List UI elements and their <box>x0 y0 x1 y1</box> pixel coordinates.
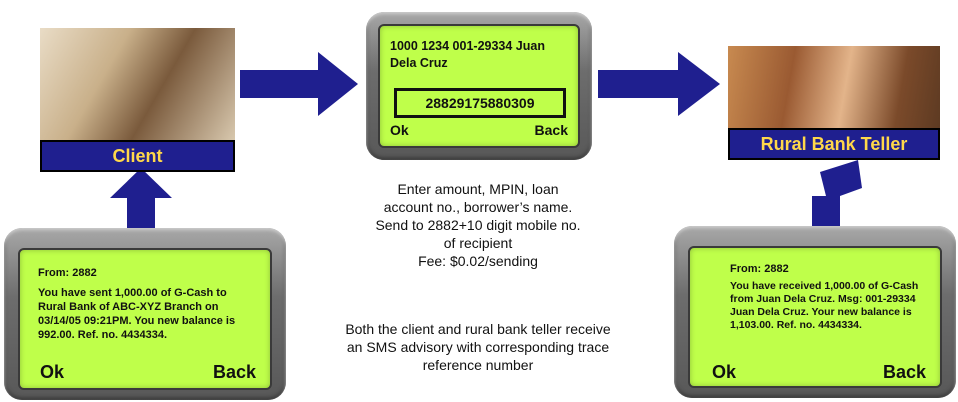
advisory-line-3: reference number <box>422 357 534 373</box>
left-phone-message: You have sent 1,000.00 of G-Cash to Rura… <box>38 287 236 341</box>
center-phone-screen: 1000 1234 001-29334 Juan Dela Cruz 28829… <box>378 24 580 148</box>
teller-photo <box>728 46 940 128</box>
client-photo <box>40 28 235 140</box>
center-phone: 1000 1234 001-29334 Juan Dela Cruz 28829… <box>366 12 592 160</box>
left-phone-ok: Ok <box>40 362 65 382</box>
right-phone-screen: From: 2882 You have received 1,000.00 of… <box>688 246 942 388</box>
center-phone-code: 28829175880309 <box>394 88 566 118</box>
center-phone-message: 1000 1234 001-29334 Juan Dela Cruz <box>390 39 545 70</box>
arrow-client-to-phone <box>240 52 358 116</box>
arrow-phone-to-teller <box>598 52 720 116</box>
instructions-line-1: Enter amount, MPIN, loan <box>397 181 559 197</box>
arrow-right-phone-to-teller <box>812 160 862 228</box>
center-phone-ok: Ok <box>390 122 409 138</box>
right-phone-back: Back <box>882 362 926 382</box>
left-phone-back: Back <box>212 362 256 382</box>
arrow-left-phone-to-client <box>110 168 172 230</box>
instructions-line-4: of recipient <box>443 235 513 251</box>
left-phone: From: 2882 You have sent 1,000.00 of G-C… <box>4 228 286 400</box>
center-phone-back: Back <box>534 122 568 138</box>
right-phone-ok: Ok <box>712 362 737 382</box>
right-phone: From: 2882 You have received 1,000.00 of… <box>674 226 956 398</box>
left-phone-screen: From: 2882 You have sent 1,000.00 of G-C… <box>18 248 272 390</box>
advisory-line-1: Both the client and rural bank teller re… <box>345 321 611 337</box>
instructions-line-5: Fee: $0.02/sending <box>418 253 538 269</box>
advisory-text: Both the client and rural bank teller re… <box>300 320 656 374</box>
instructions-line-2: account no., borrower’s name. <box>383 199 573 215</box>
teller-label: Rural Bank Teller <box>728 128 940 160</box>
left-phone-from: From: 2882 <box>38 267 97 279</box>
right-phone-from: From: 2882 <box>730 263 789 275</box>
instructions-text: Enter amount, MPIN, loan account no., bo… <box>300 180 656 270</box>
client-label: Client <box>40 140 235 172</box>
instructions-line-3: Send to 2882+10 digit mobile no. <box>375 217 581 233</box>
right-phone-message: You have received 1,000.00 of G-Cash fro… <box>730 280 919 331</box>
advisory-line-2: an SMS advisory with corresponding trace <box>346 339 610 355</box>
